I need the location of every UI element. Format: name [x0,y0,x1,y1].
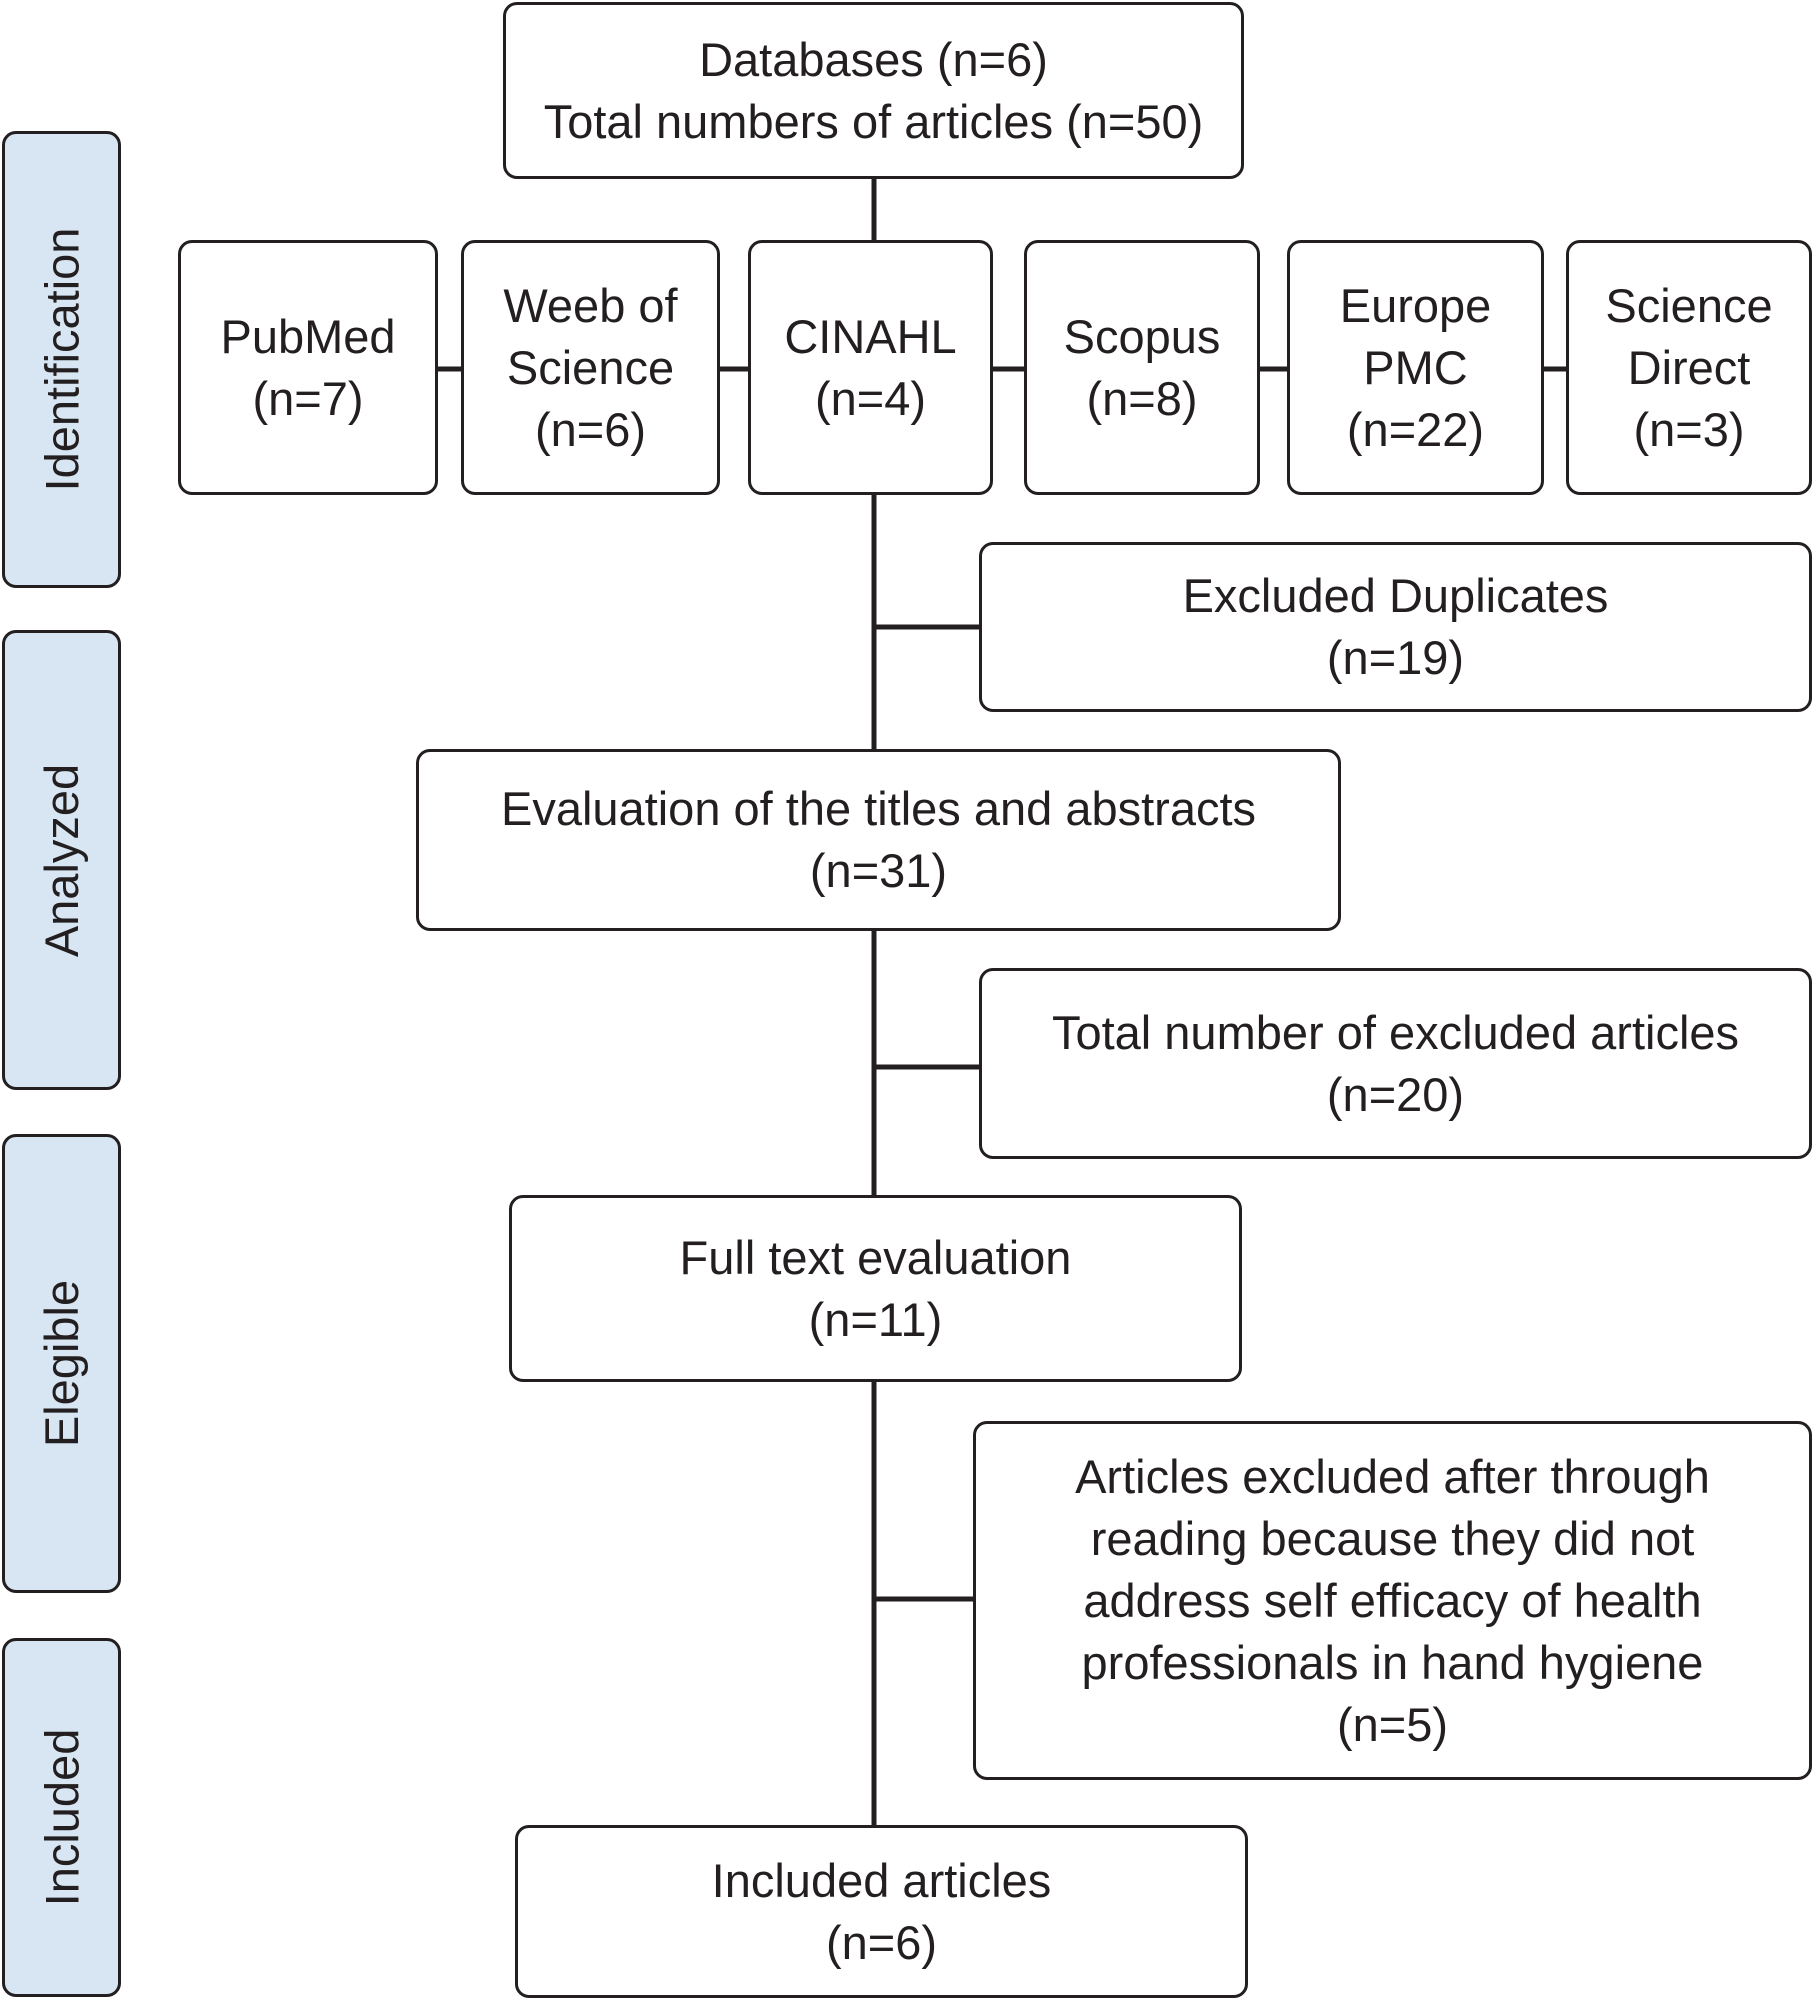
excluded-duplicates-box: Excluded Duplicates (n=19) [979,542,1812,712]
title-abstract-evaluation-box: Evaluation of the titles and abstracts (… [416,749,1341,931]
database-box-pubmed: PubMed (n=7) [178,240,438,495]
database-count: (n=7) [252,371,364,425]
excluded-reading-text: Articles excluded after through [1075,1449,1710,1503]
database-count: (n=3) [1633,402,1745,456]
database-name: PMC [1363,340,1468,394]
database-count: (n=4) [814,371,927,425]
stage-identification: Identification [2,131,121,588]
excluded-duplicates-label: Excluded Duplicates [1182,569,1609,622]
included-articles-label: Included articles [711,1853,1052,1907]
database-name: Europe [1339,278,1492,332]
database-count: (n=6) [534,402,647,456]
excluded-after-reading-box: Articles excluded after through reading … [973,1421,1812,1780]
excluded-reading-text: address self efficacy of health [1083,1573,1702,1627]
database-name: Science [1605,278,1773,332]
database-box-web-of-science: Weeb of Science (n=6) [461,240,720,495]
database-name: Scopus [1063,309,1221,363]
stage-eligible: Elegible [2,1134,121,1593]
stage-label: Included [35,1728,89,1907]
database-count: (n=22) [1346,402,1485,456]
stage-label: Identification [35,227,88,492]
database-name: Science [506,340,675,394]
title-abstract-count: (n=31) [809,844,948,897]
included-articles-count: (n=6) [825,1915,938,1969]
database-name: CINAHL [784,309,957,363]
database-box-scopus: Scopus (n=8) [1024,240,1260,495]
excluded-articles-label: Total number of excluded articles [1051,1005,1740,1059]
databases-total-box: Databases (n=6) Total numbers of article… [503,2,1244,179]
excluded-duplicates-count: (n=19) [1326,631,1465,684]
total-articles-text: Total numbers of articles (n=50) [543,94,1204,148]
databases-count-text: Databases (n=6) [699,32,1048,86]
title-abstract-label: Evaluation of the titles and abstracts [500,782,1257,835]
stage-analyzed: Analyzed [2,630,121,1090]
database-name: Direct [1627,340,1751,394]
database-box-europe-pmc: Europe PMC (n=22) [1287,240,1544,495]
database-name: PubMed [220,309,396,363]
full-text-count: (n=11) [808,1292,943,1346]
excluded-articles-box: Total number of excluded articles (n=20) [979,968,1812,1159]
included-articles-box: Included articles (n=6) [515,1825,1248,1998]
database-box-cinahl: CINAHL (n=4) [748,240,993,495]
excluded-articles-count: (n=20) [1326,1067,1465,1121]
stage-included: Included [2,1638,121,1997]
full-text-evaluation-box: Full text evaluation (n=11) [509,1195,1242,1382]
database-count: (n=8) [1086,371,1198,425]
database-box-science-direct: Science Direct (n=3) [1566,240,1812,495]
stage-label: Elegible [35,1279,89,1448]
full-text-label: Full text evaluation [679,1230,1072,1284]
database-name: Weeb of [503,278,678,332]
excluded-reading-count: (n=5) [1336,1697,1449,1751]
excluded-reading-text: professionals in hand hygiene [1081,1635,1704,1689]
excluded-reading-text: reading because they did not [1090,1511,1695,1565]
stage-label: Analyzed [35,763,89,957]
